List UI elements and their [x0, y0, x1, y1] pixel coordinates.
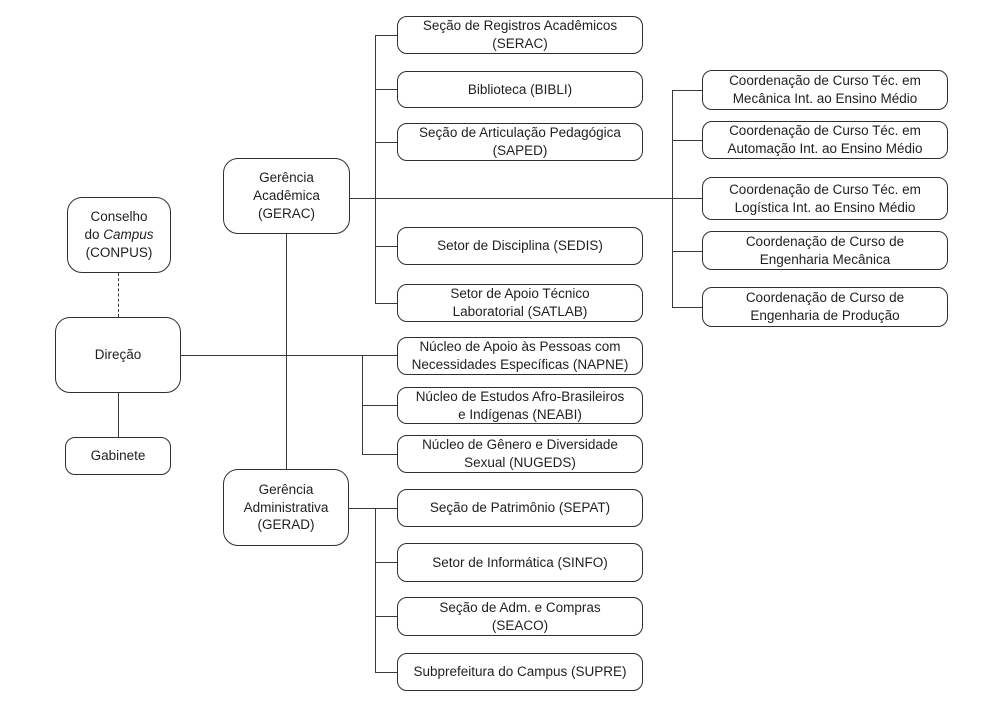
node-serac-line2: (SERAC) [492, 36, 548, 51]
node-conselho-campus: Conselho do Campus (CONPUS) [67, 197, 171, 273]
node-gerad-line1: Gerência [258, 481, 314, 497]
node-coord-tec-mecanica: Coordenação de Curso Téc. em Mecânica In… [702, 70, 948, 110]
connector-direcao-horizontal [181, 355, 397, 356]
connector-gerad-horizontal [349, 508, 397, 509]
connector-stub-seaco [375, 616, 397, 617]
node-conselho-campus-line2-italic: Campus [103, 227, 154, 243]
connector-stub-coord-eng-mecanica [672, 251, 702, 252]
node-coord-eng-producao: Coordenação de Curso de Engenharia de Pr… [702, 287, 948, 327]
node-coord-eng-producao-line1: Coordenação de Curso de [745, 290, 905, 306]
connector-direcao-gabinete [118, 393, 119, 437]
connector-gerad-children-trunk [375, 508, 376, 672]
connector-stub-serac [375, 35, 397, 36]
node-saped-line1: Seção de Articulação Pedagógica [419, 125, 621, 141]
node-conselho-campus-line1: Conselho [90, 209, 148, 225]
node-saped-line2: (SAPED) [492, 143, 548, 158]
node-gerad-line2: Administrativa [243, 499, 329, 515]
node-satlab-line1: Setor de Apoio Técnico [450, 286, 590, 302]
node-bibli-label: Biblioteca (BIBLI) [467, 81, 573, 97]
node-direcao: Direção [55, 317, 181, 393]
connector-gerac-gerad [286, 234, 287, 469]
node-coord-eng-producao-line2: Engenharia de Produção [750, 308, 900, 323]
connector-stub-sinfo [375, 562, 397, 563]
connector-gerac-children-trunk [375, 35, 376, 303]
node-conselho-campus-line2-regular: do [84, 227, 100, 243]
node-seaco-line1: Seção de Adm. e Compras [439, 599, 601, 615]
node-coord-eng-mecanica-line2: Engenharia Mecânica [759, 251, 891, 267]
node-neabi: Núcleo de Estudos Afro-Brasileiros e Ind… [397, 387, 643, 424]
connector-stub-neabi [362, 405, 397, 406]
node-coord-tec-logistica-line2: Logística Int. ao Ensino Médio [734, 199, 916, 215]
node-napne-line2: Necessidades Específicas (NAPNE) [411, 357, 629, 372]
node-gabinete-label: Gabinete [90, 448, 146, 464]
connector-conpus-direcao-dashed [118, 273, 119, 317]
node-neabi-line2: e Indígenas (NEABI) [458, 406, 582, 422]
connector-stub-sedis [375, 246, 397, 247]
node-sinfo: Setor de Informática (SINFO) [397, 543, 643, 582]
connector-stub-nugeds [362, 454, 397, 455]
node-nugeds-line1: Núcleo de Gênero e Diversidade [422, 437, 618, 453]
node-sepat-label: Seção de Patrimônio (SEPAT) [429, 500, 611, 516]
connector-coord-trunk [672, 90, 673, 307]
connector-stub-bibli [375, 89, 397, 90]
node-nugeds: Núcleo de Gênero e Diversidade Sexual (N… [397, 435, 643, 473]
node-seaco: Seção de Adm. e Compras (SEACO) [397, 597, 643, 636]
node-napne: Núcleo de Apoio às Pessoas com Necessida… [397, 337, 643, 375]
node-conselho-campus-line3: (CONPUS) [85, 244, 153, 260]
node-napne-line1: Núcleo de Apoio às Pessoas com [419, 339, 621, 355]
node-coord-tec-automacao-line1: Coordenação de Curso Téc. em [729, 123, 921, 139]
connector-gerac-horizontal [350, 198, 702, 199]
node-coord-tec-logistica: Coordenação de Curso Téc. em Logística I… [702, 177, 948, 220]
node-supre-label: Subprefeitura do Campus (SUPRE) [413, 664, 627, 680]
node-sinfo-label: Setor de Informática (SINFO) [432, 554, 608, 570]
node-serac: Seção de Registros Acadêmicos (SERAC) [397, 16, 643, 54]
node-coord-tec-automacao-line2: Automação Int. ao Ensino Médio [727, 141, 923, 156]
node-gerac-line1: Gerência [259, 170, 314, 186]
node-gerencia-administrativa: Gerência Administrativa (GERAD) [223, 469, 349, 546]
node-coord-tec-automacao: Coordenação de Curso Téc. em Automação I… [702, 121, 948, 159]
node-satlab-line2: Laboratorial (SATLAB) [452, 304, 588, 319]
connector-stub-saped [375, 142, 397, 143]
node-conselho-campus-line2: do Campus [84, 226, 153, 244]
node-coord-tec-mecanica-line1: Coordenação de Curso Téc. em [729, 73, 921, 89]
node-nugeds-line2: Sexual (NUGEDS) [464, 455, 576, 470]
node-supre: Subprefeitura do Campus (SUPRE) [397, 653, 643, 691]
node-gerac-line3: (GERAC) [258, 205, 315, 221]
node-bibli: Biblioteca (BIBLI) [397, 71, 643, 108]
node-saped: Seção de Articulação Pedagógica (SAPED) [397, 123, 643, 161]
node-coord-tec-logistica-line1: Coordenação de Curso Téc. em [729, 181, 921, 197]
node-coord-eng-mecanica-line1: Coordenação de Curso de [745, 233, 905, 249]
connector-stub-satlab [375, 303, 397, 304]
connector-stub-coord-mecanica [672, 90, 702, 91]
node-sepat: Seção de Patrimônio (SEPAT) [397, 489, 643, 527]
connector-stub-coord-automacao [672, 140, 702, 141]
connector-stub-coord-eng-producao [672, 307, 702, 308]
node-sedis: Setor de Disciplina (SEDIS) [397, 227, 643, 265]
connector-stub-supre [375, 672, 397, 673]
connector-nucleos-trunk [362, 355, 363, 454]
node-neabi-line1: Núcleo de Estudos Afro-Brasileiros [415, 388, 625, 404]
node-coord-tec-mecanica-line2: Mecânica Int. ao Ensino Médio [732, 91, 918, 106]
node-seaco-line2: (SEACO) [491, 617, 549, 633]
node-serac-line1: Seção de Registros Acadêmicos [422, 18, 618, 34]
node-sedis-label: Setor de Disciplina (SEDIS) [437, 238, 603, 254]
node-coord-eng-mecanica: Coordenação de Curso de Engenharia Mecân… [702, 231, 948, 270]
node-direcao-label: Direção [94, 347, 142, 363]
node-gabinete: Gabinete [65, 437, 171, 475]
node-gerencia-academica: Gerência Acadêmica (GERAC) [223, 158, 350, 234]
node-satlab: Setor de Apoio Técnico Laboratorial (SAT… [397, 284, 643, 322]
node-gerac-line2: Acadêmica [253, 188, 320, 204]
node-gerad-line3: (GERAD) [257, 517, 315, 533]
